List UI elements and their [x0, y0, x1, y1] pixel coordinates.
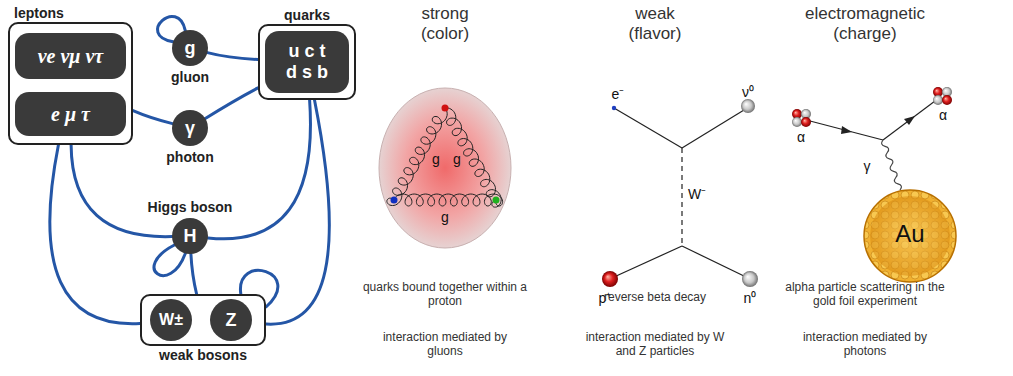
photon-wave [882, 140, 902, 190]
z-boson-circle: Z [210, 299, 252, 341]
gold-nucleus [864, 190, 956, 282]
node-content: e μ τ [15, 92, 126, 136]
neutron-ball [742, 271, 758, 287]
node-content: H [172, 218, 208, 254]
diagram-label: α [933, 107, 953, 124]
quark-box: u c td s b [265, 31, 349, 93]
neutrino-box: νe νμ ντ [15, 33, 126, 79]
interaction-line [191, 254, 197, 294]
caption-text: reverse beta decay [570, 290, 740, 304]
node-heading: gluon [171, 69, 209, 85]
node-heading: weak bosons [159, 347, 247, 363]
diagram-label: g [429, 151, 443, 168]
weak-boson-box: weak bosonsW±Z [140, 294, 266, 346]
green-quark [493, 197, 500, 204]
blue-quark [391, 197, 398, 204]
quark-group-box: quarksu c td s b [258, 24, 356, 100]
node-heading: photon [166, 149, 213, 165]
proton [379, 88, 511, 248]
node-content: νe νμ ντ [15, 33, 126, 79]
w-boson-circle: W± [150, 299, 192, 341]
diagram-label: γ [857, 158, 877, 175]
node-label: u c t [288, 41, 325, 62]
red-quark [442, 105, 449, 112]
caption-text: interaction mediated by photons [790, 330, 940, 359]
node-heading: quarks [284, 7, 330, 23]
node-label: e μ τ [51, 103, 90, 126]
caption-text: quarks bound together within a proton [363, 280, 528, 309]
panel-title: (color) [375, 24, 515, 44]
lepton-group-box: leptonsνe νμ ντe μ τ [8, 22, 133, 145]
photon-circle: γphoton [172, 110, 208, 146]
node-heading: leptons [14, 5, 64, 21]
diagram-label: Au [885, 220, 935, 249]
diagram-label: n⁰ [735, 290, 765, 307]
caption-text: interaction mediated by gluons [370, 330, 520, 359]
panel-title: strong [375, 4, 515, 24]
higgs-circle: Higgs bosonH [172, 218, 208, 254]
alpha-particle [792, 109, 811, 127]
node-content: g [172, 30, 208, 66]
node-content: W± [150, 299, 192, 341]
node-label: Z [226, 310, 237, 331]
caption-text: interaction mediated by W and Z particle… [580, 330, 730, 359]
gold-nucleus-glow [870, 196, 950, 276]
gluon-spring [394, 194, 503, 206]
panel-title: (charge) [795, 24, 935, 44]
node-content: Z [210, 299, 252, 341]
diagram-label: g [450, 151, 464, 168]
node-label: g [185, 38, 196, 59]
node-label: γ [185, 118, 195, 139]
interaction-line [133, 111, 173, 124]
interaction-line [266, 100, 329, 324]
alpha-path [810, 101, 935, 140]
diagram-label: g [438, 209, 452, 226]
panel-title: weak [585, 4, 725, 24]
interaction-line [208, 100, 311, 239]
diagram-label: α [791, 129, 811, 146]
panel-title: electromagnetic [785, 4, 945, 24]
gluon-circle: ggluon [172, 30, 208, 66]
gluon-springs [387, 108, 503, 207]
interaction-line [205, 88, 258, 119]
node-heading: Higgs boson [148, 199, 233, 215]
interaction-line [207, 53, 258, 60]
neutrino-ball [741, 99, 755, 113]
caption-text: alpha particle scattering in the gold fo… [778, 280, 953, 309]
node-label: d s b [286, 62, 328, 83]
feynman-lines [614, 108, 746, 277]
node-label: H [184, 226, 197, 247]
electron-dot [612, 106, 616, 110]
gluon-spring [387, 108, 447, 206]
node-content: u c td s b [265, 31, 349, 93]
diagram-label: W⁻ [682, 186, 712, 203]
alpha-particle [933, 87, 952, 105]
gluon-spring [445, 108, 501, 207]
proton-ball [602, 271, 618, 287]
node-label: W± [159, 311, 183, 329]
node-label: νe νμ ντ [38, 45, 104, 68]
diagram-label: e⁻ [603, 86, 633, 103]
interaction-line [50, 145, 140, 324]
arrow-head [904, 116, 915, 125]
arrow-head [841, 126, 852, 134]
node-content: γ [172, 110, 208, 146]
diagram-label: ν⁰ [733, 84, 763, 101]
interaction-line [71, 145, 172, 237]
charged-lepton-box: e μ τ [15, 92, 126, 136]
panel-title: (flavor) [585, 24, 725, 44]
